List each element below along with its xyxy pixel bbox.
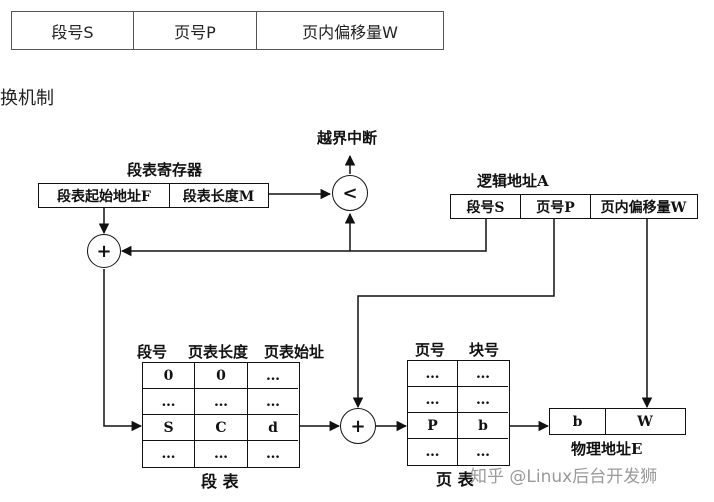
logical-page: 页号P [521, 195, 591, 218]
segment-register-box: 段表起始地址F 段表长度M [38, 183, 269, 208]
overflow-label: 越界中断 [317, 129, 378, 147]
watermark: 知乎 @Linux后台开发狮 [470, 467, 658, 487]
pagetable-cell: … [458, 361, 508, 387]
physical-address-label: 物理地址E [571, 440, 643, 458]
pagetable-header-page: 页号 [415, 341, 446, 359]
segtable-cell-length-c: C [195, 415, 248, 441]
pagetable-header-block: 块号 [469, 341, 500, 359]
address-format-bar: 段号S 页号P 页内偏移量W [11, 11, 444, 50]
format-cell-offset: 页内偏移量W [302, 22, 398, 42]
arrow-segment-to-adder [120, 218, 487, 257]
arrow-page-to-adder [352, 218, 555, 409]
adder-symbol-2: + [350, 415, 366, 437]
logical-address-title: 逻辑地址A [477, 172, 549, 190]
segtable-cell: … [248, 363, 298, 389]
segtable-cell: … [143, 441, 195, 467]
segtable-cell: … [248, 389, 298, 415]
pagetable-cell: … [408, 439, 458, 465]
segment-table: 0 0 … … … … S C d … … … [142, 362, 300, 468]
segtable-cell: 0 [143, 363, 195, 389]
adder-circle-2: + [340, 408, 376, 444]
logical-address-box: 段号S 页号P 页内偏移量W [450, 194, 698, 219]
segtable-cell-base-d: d [248, 415, 298, 441]
segtable-cell: 0 [195, 363, 248, 389]
register-length: 段表长度M [182, 188, 255, 205]
format-cell-segment: 段号S [12, 12, 134, 49]
arrow-adder-to-segtable [103, 269, 143, 432]
format-cell-page: 页号P [134, 12, 257, 49]
physical-block: b [550, 409, 606, 434]
segtable-cell-segment-s: S [143, 415, 195, 441]
segtable-header-pagelen: 页表长度 [188, 343, 249, 361]
physical-address-box: b W [549, 408, 686, 435]
pagetable-cell: … [458, 387, 508, 413]
section-caption: 换机制 [0, 88, 54, 109]
segtable-header-pagebase: 页表始址 [264, 343, 325, 361]
page-table-label: 页 表 [436, 470, 474, 489]
segment-register-title: 段表寄存器 [127, 161, 203, 179]
pagetable-cell: … [408, 387, 458, 413]
page-table: … … … … P b … … [407, 360, 510, 466]
adder-circle-1: + [87, 234, 121, 268]
segment-table-label: 段 表 [201, 472, 239, 491]
physical-offset: W [637, 413, 653, 430]
adder-symbol-1: + [96, 240, 112, 262]
segtable-cell: … [266, 446, 280, 462]
register-start-address: 段表起始地址F [39, 184, 170, 207]
pagetable-cell: … [476, 444, 490, 460]
segtable-cell: … [195, 441, 248, 467]
comparator-circle: < [332, 175, 368, 211]
pagetable-cell-page-p: P [408, 413, 458, 439]
segtable-header-segment: 段号 [137, 343, 168, 361]
logical-offset: 页内偏移量W [600, 199, 687, 216]
segtable-cell: … [143, 389, 195, 415]
compare-symbol: < [342, 182, 358, 204]
pagetable-cell: … [408, 361, 458, 387]
pagetable-cell-block-b: b [458, 413, 508, 439]
logical-segment: 段号S [451, 195, 521, 218]
segtable-cell: … [195, 389, 248, 415]
